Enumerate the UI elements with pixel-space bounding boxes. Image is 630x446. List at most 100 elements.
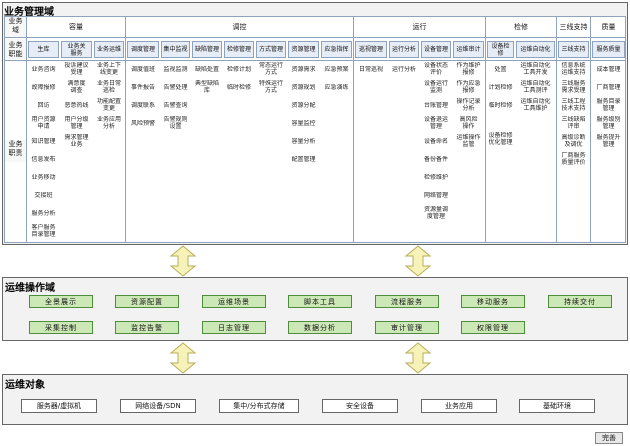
- responsibility-item: 厂商管理: [596, 84, 621, 91]
- function-cell[interactable]: 设备管理: [421, 41, 451, 58]
- col-header-third-line: 三线支持: [559, 23, 588, 31]
- responsibility-item: 应急预案: [324, 66, 349, 73]
- responsibility-item: 临时检修: [226, 84, 251, 91]
- responsibility-item: 调度值班: [130, 66, 155, 73]
- responsibility-item: 告警查询: [163, 102, 188, 109]
- responsibility-item: 服务分析: [31, 210, 56, 217]
- ops-button-panorama[interactable]: 全景展示: [29, 295, 93, 308]
- grid-line-h: [4, 60, 626, 61]
- responsibility-item: 计划检修: [488, 84, 513, 91]
- function-cell[interactable]: 方式管理: [256, 41, 286, 58]
- ops-button-collection-control[interactable]: 采集控制: [29, 321, 93, 334]
- responsibility-item: 成本管理: [596, 66, 621, 73]
- responsibility-item: 三线缺陷 评审: [561, 116, 586, 130]
- responsibility-item: 设备退运 管理: [423, 116, 448, 130]
- object-button-business-app[interactable]: 业务应用: [421, 399, 497, 413]
- responsibility-item: 检修计划: [226, 66, 251, 73]
- responsibility-item: 回访: [37, 102, 50, 109]
- function-cell[interactable]: 调度管理: [127, 41, 159, 58]
- ops-button-ops-scenario[interactable]: 运维场景: [202, 295, 266, 308]
- responsibility-item: 三线服务 需求受理: [561, 80, 586, 94]
- ops-button-mobile-service[interactable]: 移动服务: [461, 295, 525, 308]
- function-cell[interactable]: 集中监视: [161, 41, 190, 58]
- function-cell[interactable]: 运维审计: [453, 41, 484, 58]
- responsibility-item: 高级诊断 及调优: [561, 134, 586, 148]
- responsibility-item: 业务应用 分析: [96, 116, 121, 130]
- responsibility-item: 业务移动: [31, 174, 56, 181]
- responsibility-item: 监视监测: [163, 66, 188, 73]
- function-cell[interactable]: 缺陷管理: [192, 41, 222, 58]
- responsibility-item: 运维自动化 工具维护: [520, 98, 551, 112]
- function-cell[interactable]: 生库: [28, 41, 59, 58]
- responsibility-item: 处置: [494, 66, 507, 73]
- grid-line-v: [556, 16, 557, 243]
- responsibility-item: 资源分配: [291, 102, 316, 109]
- responsibility-item: 告警处理: [163, 84, 188, 91]
- grid-line-v: [590, 16, 591, 243]
- object-button-network-sdn[interactable]: 网络设备/SDN: [120, 399, 196, 413]
- function-cell[interactable]: 设备检修: [487, 41, 514, 58]
- object-button-server-vm[interactable]: 服务器/虚拟机: [21, 399, 97, 413]
- responsibility-item: 容量分析: [291, 138, 316, 145]
- double-arrow-icon: [404, 245, 432, 277]
- function-cell[interactable]: 检修管理: [224, 41, 254, 58]
- ops-button-script-tools[interactable]: 脚本工具: [288, 295, 352, 308]
- object-button-security-device[interactable]: 安全设备: [322, 399, 398, 413]
- responsibility-item: 功能配置 变更: [96, 98, 121, 112]
- business-domain-title: 业务管理域: [4, 7, 54, 18]
- responsibility-item: 三线工程 技术支持: [561, 98, 586, 112]
- responsibility-item: 厂商服务 质量评价: [561, 152, 586, 166]
- responsibility-item: 操作记录 分析: [456, 98, 481, 112]
- responsibility-item: 用户资源 申请: [31, 116, 56, 130]
- function-cell[interactable]: 运维自动化: [516, 41, 555, 58]
- responsibility-item: 特殊运行 方式: [258, 80, 283, 94]
- row-label-duty: 业务 职能: [5, 39, 26, 59]
- responsibility-item: 信息发布: [31, 156, 56, 163]
- ops-button-resource-config[interactable]: 资源配置: [115, 295, 179, 308]
- function-cell[interactable]: 应急指挥: [321, 41, 352, 58]
- finish-badge[interactable]: 完善: [595, 432, 623, 444]
- double-arrow-icon: [169, 342, 197, 374]
- col-header-operation: 运行: [412, 23, 427, 31]
- function-cell[interactable]: 运行分析: [389, 41, 419, 58]
- responsibility-item: 告警规则 设置: [163, 116, 188, 130]
- double-arrow-icon: [404, 342, 432, 374]
- ops-button-data-analysis[interactable]: 数据分析: [288, 321, 352, 334]
- responsibility-item: 作为应急 报修: [456, 80, 481, 94]
- responsibility-item: 投诉建议 受理: [64, 62, 89, 76]
- responsibility-item: 资源规划: [291, 84, 316, 91]
- function-cell[interactable]: 巡视管理: [355, 41, 387, 58]
- responsibility-item: 客户服务 目录管理: [31, 224, 56, 238]
- ops-button-monitoring-alert[interactable]: 监控告警: [115, 321, 179, 334]
- ops-button-log-management[interactable]: 日志管理: [202, 321, 266, 334]
- ops-button-audit-management[interactable]: 审计管理: [375, 321, 439, 334]
- responsibility-item: 检修维护: [423, 174, 448, 181]
- function-cell[interactable]: 业务运维: [94, 41, 124, 58]
- responsibility-item: 运维自动化 工具开发: [520, 62, 551, 76]
- col-header-maintenance: 检修: [514, 23, 528, 31]
- responsibility-item: 设备命名: [423, 138, 448, 145]
- object-button-infrastructure[interactable]: 基础环境: [519, 399, 595, 413]
- responsibility-item: 网络管理: [423, 192, 448, 199]
- function-cell[interactable]: 业务关 服务: [61, 41, 92, 58]
- responsibility-item: 恶意热线: [64, 102, 89, 109]
- ops-button-process-service[interactable]: 流程服务: [375, 295, 439, 308]
- responsibility-item: 运维自动化 工具测评: [520, 80, 551, 94]
- responsibility-item: 临时检修: [488, 102, 513, 109]
- ops-button-permission-management[interactable]: 权限管理: [461, 321, 525, 334]
- function-cell[interactable]: 三线支持: [558, 41, 589, 58]
- function-cell[interactable]: 服务质量: [592, 41, 625, 58]
- responsibility-item: 设备检修 优化管理: [488, 132, 513, 146]
- responsibility-item: 设备运行 监测: [423, 80, 448, 94]
- responsibility-item: 用户分级 管理: [64, 116, 89, 130]
- responsibility-item: 台账管理: [423, 102, 448, 109]
- responsibility-item: 备份备件: [423, 156, 448, 163]
- responsibility-item: 业务咨询: [31, 66, 56, 73]
- grid-line-h: [4, 37, 626, 38]
- responsibility-item: 事件报告: [130, 84, 155, 91]
- corner-header: 业务 域: [5, 17, 26, 37]
- object-button-storage[interactable]: 集中/分布式存储: [219, 399, 299, 413]
- ops-button-continuous-delivery[interactable]: 持续交付: [548, 295, 612, 308]
- function-cell[interactable]: 资源管理: [288, 41, 319, 58]
- responsibility-item: 设备状态 评价: [423, 62, 448, 76]
